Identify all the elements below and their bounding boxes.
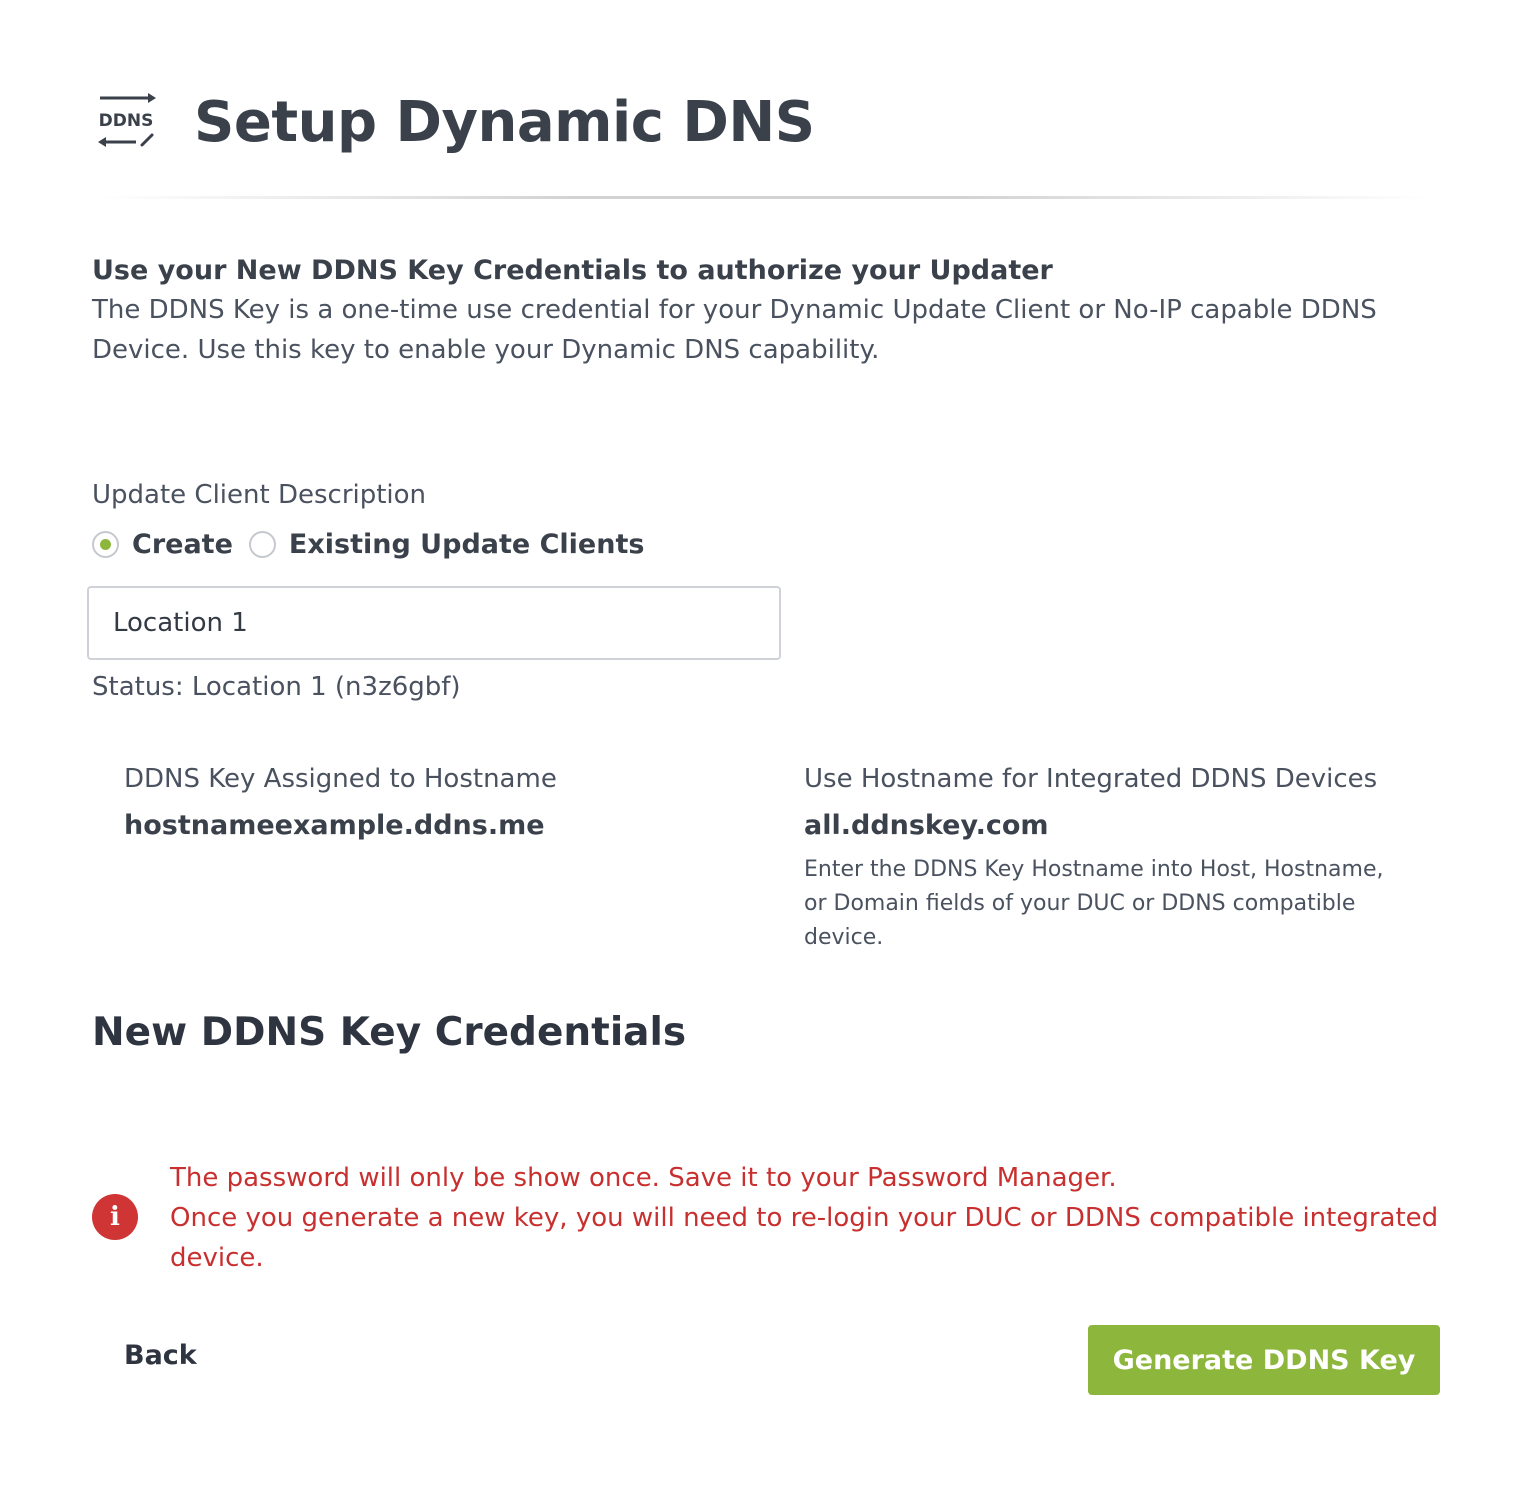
client-description-input[interactable]	[87, 586, 781, 660]
credentials-heading: New DDNS Key Credentials	[92, 1010, 687, 1055]
warning-line-2: Once you generate a new key, you will ne…	[170, 1203, 1439, 1273]
existing-clients-radio[interactable]	[248, 530, 276, 558]
ddns-icon: DDNS	[98, 93, 156, 147]
existing-clients-radio-label[interactable]: Existing Update Clients	[288, 528, 645, 560]
radio-selected-dot	[100, 538, 111, 550]
header-divider	[100, 196, 1430, 199]
assigned-hostname-value: hostnameexample.ddns.me	[124, 810, 545, 841]
create-radio[interactable]	[92, 530, 119, 558]
page-header: DDNS Setup Dynamic DNS	[94, 82, 815, 162]
warning-line-1: The password will only be show once. Sav…	[170, 1163, 1117, 1193]
password-warning: i The password will only be show once. S…	[92, 1158, 1442, 1278]
back-button[interactable]: Back	[124, 1340, 197, 1371]
client-status: Status: Location 1 (n3z6gbf)	[92, 672, 461, 702]
info-icon: i	[92, 1194, 138, 1240]
integrated-hostname-block: Use Hostname for Integrated DDNS Devices…	[804, 760, 1424, 955]
intro-text: The DDNS Key is a one-time use credentia…	[92, 295, 1377, 365]
update-client-label: Update Client Description	[92, 480, 427, 510]
integrated-hostname-value: all.ddnskey.com	[804, 810, 1049, 841]
assigned-hostname-block: DDNS Key Assigned to Hostname hostnameex…	[124, 760, 744, 845]
intro-heading: Use your New DDNS Key Credentials to aut…	[92, 255, 1053, 286]
create-radio-label[interactable]: Create	[132, 528, 233, 560]
integrated-hostname-help: Enter the DDNS Key Hostname into Host, H…	[804, 857, 1384, 950]
ddns-icon-text: DDNS	[99, 111, 154, 131]
generate-ddns-key-button[interactable]: Generate DDNS Key	[1088, 1325, 1440, 1395]
integrated-hostname-label: Use Hostname for Integrated DDNS Devices	[804, 764, 1378, 794]
update-client-radio-group: Create Existing Update Clients	[92, 526, 660, 562]
warning-text: The password will only be show once. Sav…	[170, 1158, 1440, 1278]
assigned-hostname-label: DDNS Key Assigned to Hostname	[124, 764, 557, 794]
page-title: Setup Dynamic DNS	[194, 89, 815, 155]
intro-section: Use your New DDNS Key Credentials to aut…	[92, 252, 1412, 370]
